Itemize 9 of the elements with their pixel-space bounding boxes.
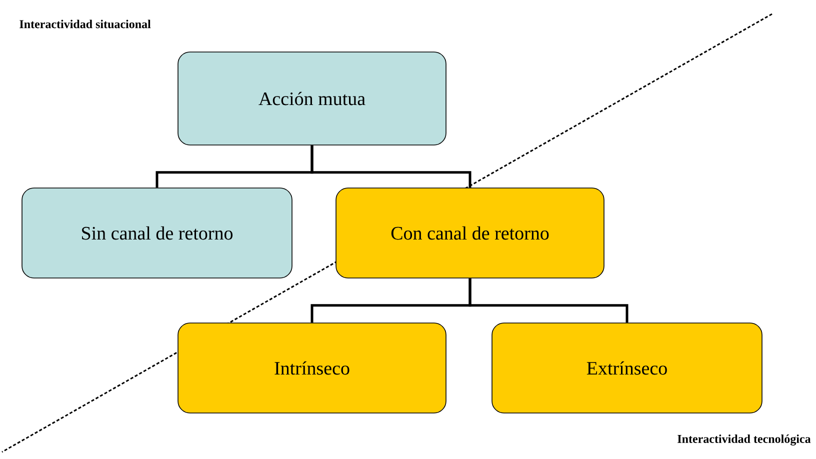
region-label: Interactividad situacional: [20, 20, 151, 28]
process-box: Extrínseco: [492, 322, 762, 414]
connector-line: [468, 278, 628, 323]
connector-line: [310, 145, 472, 188]
process-box: Con canal de retorno: [336, 188, 604, 278]
process-box: Intrínseco: [178, 322, 446, 414]
region-label: Interactividad tecnológica: [678, 434, 811, 446]
process-box: Sin canal de retorno: [22, 188, 292, 278]
process-box: Acción mutua: [178, 52, 446, 146]
